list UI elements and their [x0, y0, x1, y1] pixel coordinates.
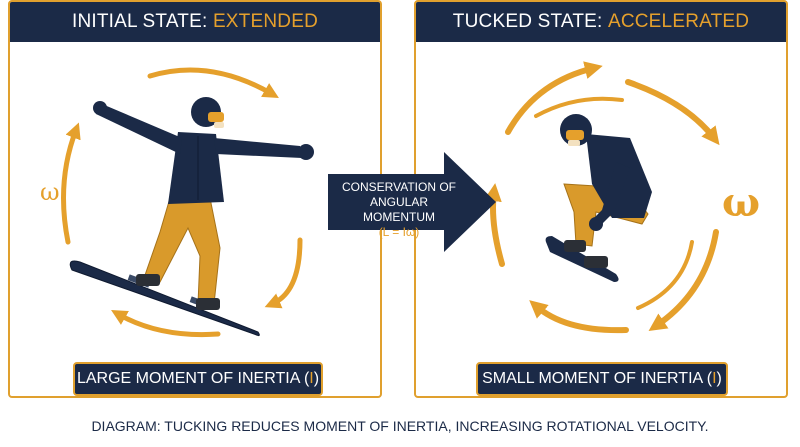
snowboarder-tucked-figure — [545, 114, 652, 282]
conservation-line-1: CONSERVATION OF — [341, 180, 456, 194]
large-inertia-caption-prefix: LARGE MOMENT OF INERTIA ( — [76, 370, 310, 387]
rotation-arrows-inner — [534, 96, 694, 310]
initial-state-title-accent: EXTENDED — [212, 11, 318, 32]
rotation-arrows-tucked — [483, 61, 720, 334]
large-inertia-caption: LARGE MOMENT OF INERTIA (I) — [73, 362, 323, 396]
right-arrow-icon — [328, 152, 496, 252]
rotation-arrow-icon — [625, 79, 720, 146]
tucked-state-title-accent: ACCELERATED — [607, 11, 750, 32]
small-inertia-caption: SMALL MOMENT OF INERTIA (I) — [476, 362, 728, 396]
small-inertia-caption-prefix: SMALL MOMENT OF INERTIA ( — [482, 370, 713, 387]
conservation-line-2: ANGULAR MOMENTUM — [363, 195, 435, 224]
rotation-arrow-icon — [505, 61, 603, 135]
large-inertia-symbol: I — [309, 370, 314, 387]
small-inertia-symbol: I — [712, 370, 717, 387]
rotation-arrow-icon — [534, 96, 624, 118]
rotation-arrow-icon — [264, 237, 303, 309]
rotation-arrow-icon — [529, 300, 629, 334]
conservation-label: CONSERVATION OF ANGULAR MOMENTUM (L = Iω… — [334, 180, 464, 240]
tucked-scene: ω — [483, 61, 760, 334]
rotation-arrows-extended — [61, 67, 303, 338]
omega-label-extended: ω — [40, 178, 60, 206]
omega-label-tucked: ω — [722, 179, 760, 226]
initial-state-panel: INITIAL STATE: EXTENDED ω — [8, 0, 382, 398]
tucked-state-title-prefix: TUCKED STATE: — [452, 11, 603, 32]
initial-state-title: INITIAL STATE: EXTENDED — [10, 2, 380, 42]
rotation-arrow-icon — [147, 67, 279, 99]
large-inertia-caption-suffix: ) — [313, 370, 320, 387]
rotation-arrow-icon — [111, 310, 221, 338]
conservation-formula: (L = Iω) — [378, 225, 420, 239]
rotation-arrow-icon — [61, 122, 81, 245]
diagram-footer: DIAGRAM: TUCKING REDUCES MOMENT OF INERT… — [91, 418, 709, 434]
initial-state-title-prefix: INITIAL STATE: — [71, 11, 208, 32]
tucked-state-title: TUCKED STATE: ACCELERATED — [416, 2, 786, 42]
rotation-arrow-icon — [636, 240, 694, 310]
extended-scene: ω — [40, 67, 314, 338]
rotation-arrow-icon — [483, 183, 505, 267]
snowboarder-extended-figure — [69, 97, 314, 337]
rotation-arrow-icon — [648, 229, 719, 332]
small-inertia-caption-suffix: ) — [716, 370, 722, 387]
